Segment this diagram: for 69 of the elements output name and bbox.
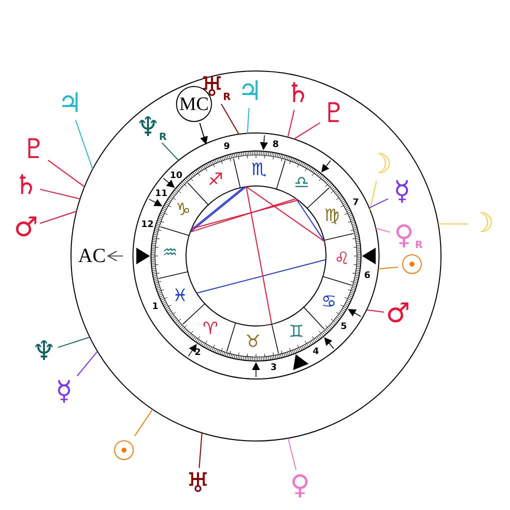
leader-line: [134, 408, 154, 436]
planet-glyph: ☉: [399, 251, 425, 281]
planet-glyph: ☿: [389, 177, 415, 207]
leader-line: [288, 438, 297, 470]
house-number: 12: [140, 218, 155, 231]
planet-glyph: ♀: [287, 471, 313, 501]
leader-line: [366, 309, 384, 313]
zodiac-sign-glyph: ♈: [202, 318, 220, 340]
zodiac-sign-glyph: ♏: [250, 159, 268, 182]
leader-line: [58, 336, 90, 348]
planet-glyph: ☽: [367, 150, 393, 180]
leader-line: [198, 432, 202, 468]
planet-glyph: ♂: [385, 299, 411, 329]
planet-glyph: ☉: [111, 437, 137, 467]
planet-glyph: ♆: [135, 113, 161, 143]
retrograde-mark: R: [159, 132, 167, 144]
leader-line: [368, 198, 388, 208]
zodiac-sign-glyph: ♓: [171, 285, 189, 308]
house-number: 1: [151, 301, 160, 314]
planet-glyph: ♃: [57, 89, 83, 119]
zodiac-sign-glyph: ♊: [288, 320, 305, 343]
planet-glyph: ♂: [13, 213, 39, 243]
house-number: 7: [352, 196, 360, 209]
leader-line: [294, 122, 320, 140]
planet-glyph: ♄: [285, 79, 311, 109]
house-number: 11: [154, 188, 168, 200]
leader-line: [162, 142, 180, 161]
zodiac-sign-glyph: ♉: [244, 330, 262, 353]
leader-line: [40, 210, 77, 224]
leader-line: [76, 350, 98, 376]
leader-line: [378, 266, 398, 270]
house-number: 6: [363, 270, 372, 282]
axis-label: AC: [77, 243, 107, 269]
zodiac-sign-glyph: ♑: [174, 199, 192, 222]
house-number: 4: [312, 346, 320, 358]
arrow: [107, 250, 124, 262]
leader-line: [246, 108, 250, 134]
zodiac-sign-glyph: ♍: [323, 204, 341, 227]
zodiac-sign-glyph: ♎: [292, 172, 310, 194]
leader-line: [75, 120, 94, 170]
leader-line: [370, 180, 377, 210]
arrow: [199, 122, 208, 145]
zodiac-sign-glyph: ♒: [161, 242, 179, 264]
house-number: 2: [194, 346, 202, 359]
planet-glyph: ♃: [237, 77, 263, 107]
zodiac-sign-glyph: ♌: [333, 248, 351, 270]
house-number: 10: [168, 170, 184, 182]
leader-line: [220, 104, 240, 135]
zodiac-sign-glyph: ♐: [207, 169, 224, 192]
planet-glyph: ♆: [31, 337, 57, 367]
leader-line: [287, 110, 295, 138]
house-number: 9: [222, 140, 231, 153]
retrograde-mark: R: [415, 240, 423, 252]
house-number: 8: [271, 138, 280, 151]
planet-glyph: ♅: [185, 469, 211, 499]
planet-glyph: ☽: [469, 209, 495, 239]
planet-glyph: ♀: [391, 221, 417, 251]
house-number: 5: [340, 321, 348, 334]
planet-glyph: ☿: [51, 377, 77, 407]
leader-line: [375, 228, 390, 233]
leader-line: [48, 160, 85, 188]
zodiac-sign-glyph: ♋: [320, 290, 338, 313]
planet-glyph: ♇: [321, 99, 347, 129]
retrograde-mark: R: [223, 92, 231, 104]
house-number: 3: [270, 362, 278, 374]
leader-line: [438, 223, 468, 224]
planet-glyph: ♇: [21, 135, 47, 165]
planet-glyph: ♄: [13, 171, 39, 201]
leader-line: [40, 188, 81, 200]
